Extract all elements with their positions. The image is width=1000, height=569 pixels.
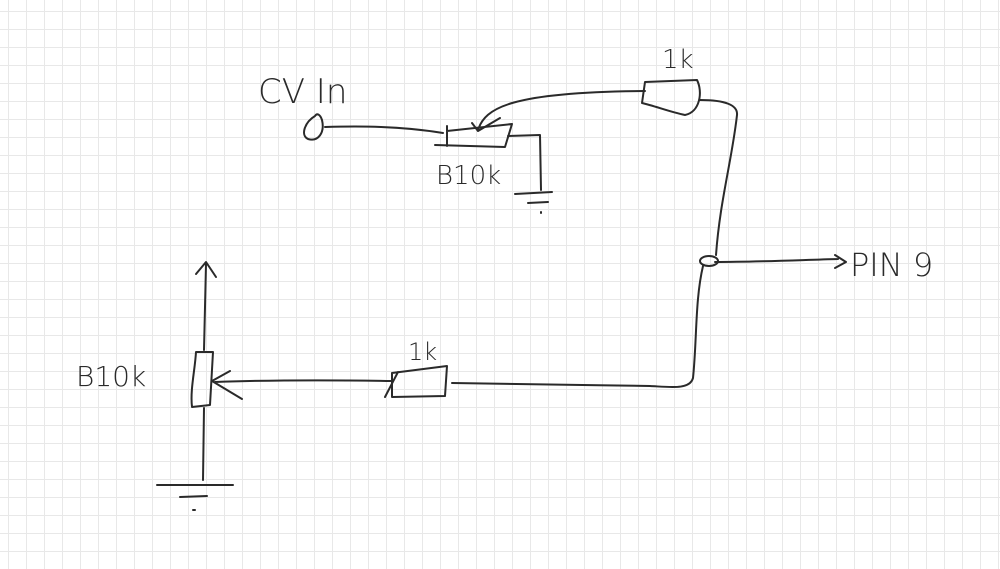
pot-bottom-label: B10k — [76, 360, 146, 393]
wire-pot-top-to-ground — [507, 134, 542, 191]
cv-in-label: CV In — [258, 72, 347, 112]
wire-pot-bottom-up-arrow — [195, 261, 217, 351]
wire-cv-to-pot — [324, 125, 444, 134]
resistor-top-label: 1k — [662, 45, 694, 75]
wire-res-bottom-to-pot — [211, 370, 393, 400]
wire-node-to-pin9 — [714, 254, 847, 269]
wire-node-to-res-bottom — [451, 265, 704, 389]
cv-input-terminal — [303, 113, 324, 141]
ground-top-icon — [514, 191, 553, 214]
ground-bottom-icon — [156, 484, 234, 511]
resistor-top-body — [641, 79, 701, 116]
pot-bottom-body — [190, 351, 214, 408]
wire-res-top-to-node — [699, 99, 738, 256]
wire-pot-bottom-to-ground — [202, 407, 205, 481]
pot-top-body — [434, 123, 513, 148]
pot-top-label: B10k — [436, 161, 501, 191]
pin9-label: PIN 9 — [850, 246, 933, 284]
pot-top-wiper — [471, 90, 646, 132]
resistor-bottom-label: 1k — [408, 338, 437, 366]
resistor-bottom-body — [384, 365, 448, 398]
